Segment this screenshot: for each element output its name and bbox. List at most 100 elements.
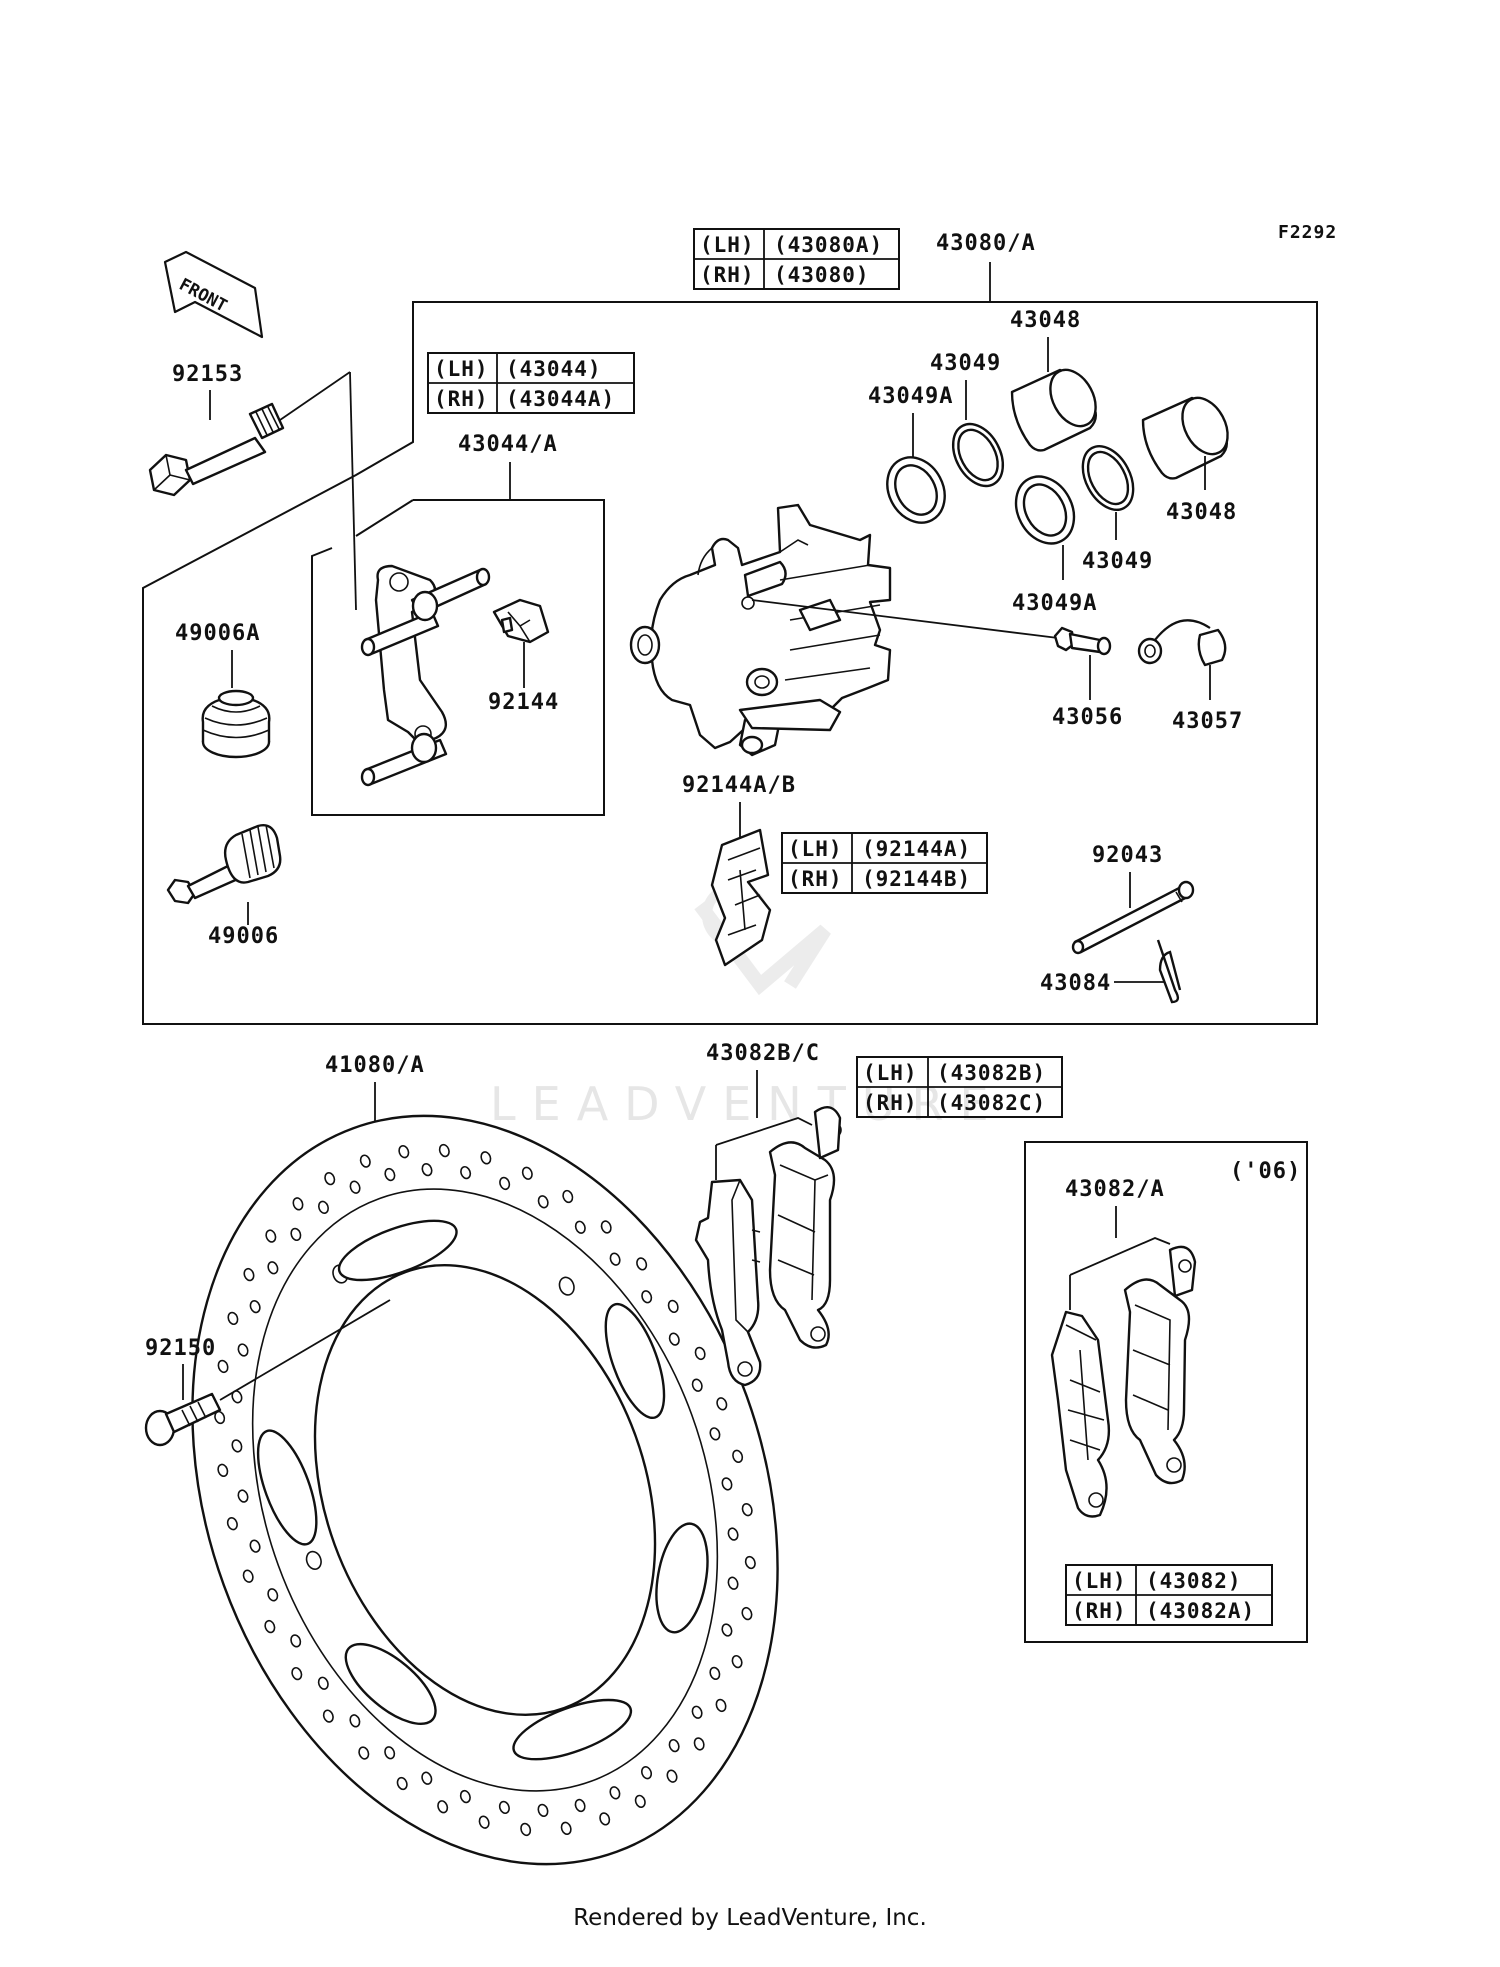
disc-bolt-icon [144,1392,222,1447]
label-seal-top: 43049 [930,351,1001,376]
disc-drill-hole [667,1299,679,1314]
disc-drill-hole [731,1654,743,1669]
disc-drill-hole [317,1200,329,1214]
disc-drill-hole [438,1143,450,1158]
disc-drill-hole [691,1378,703,1392]
brake-pad-icon [694,1178,762,1387]
disc-drill-hole [721,1477,733,1491]
disc-drill-hole [668,1332,680,1346]
disc-drill-hole [249,1299,261,1314]
pads-2006-frame [1024,1141,1308,1643]
disc-drill-hole [668,1738,680,1753]
disc-drill-hole [727,1576,739,1590]
caliper-variant-table: (LH) (43080A) (RH) (43080) [693,228,900,290]
spring-variant-table: (LH) (92144A) (RH) (92144B) [781,832,988,894]
disc-drill-hole [741,1606,753,1621]
render-credit-footer: Rendered by LeadVenture, Inc. [573,1905,927,1931]
label-caliper-assy: 43080/A [936,231,1036,256]
disc-drill-hole [267,1261,279,1275]
label-dust-seal-right: 43049A [1012,591,1097,616]
pad-spring-icon [492,598,550,644]
disc-drill-hole [716,1397,728,1411]
disc-drill-hole [324,1171,336,1186]
watermark: LEADVENTURE [490,882,1005,1131]
caliper-lh-side: (LH) [700,233,755,257]
disc-drill-hole [242,1569,254,1583]
bracket-subassembly-frame [311,499,605,816]
watermark-text: LEADVENTURE [490,1077,1005,1131]
brake-disc-icon [191,1114,779,1866]
label-pin-clip: 43084 [1040,971,1111,996]
brake-pad-icon [1050,1310,1111,1518]
disc-drill-hole [709,1666,721,1681]
disc-drill-hole [384,1167,396,1182]
disc-drill-hole [396,1776,408,1791]
disc-drill-hole [537,1195,549,1209]
disc-drill-hole [609,1786,621,1800]
disc-drill-hole [600,1220,612,1234]
front-arrow-icon: FRONT [163,250,264,339]
disc-drill-hole [498,1800,510,1815]
rubber-boot-icon [201,689,271,759]
label-pads-bc: 43082B/C [706,1041,820,1066]
disc-drill-hole [691,1705,703,1719]
disc-drill-hole [744,1555,756,1570]
label-seal-right: 43049 [1082,549,1153,574]
caliper-rh-side: (RH) [700,263,755,287]
bolt-icon [148,402,285,497]
disc-drill-hole [562,1189,574,1204]
disc-drill-hole [243,1267,255,1282]
disc-drill-hole [560,1821,572,1835]
pads-a-variant-table: (LH) (43082) (RH) (43082A) [1065,1564,1273,1626]
disc-drill-hole [265,1229,277,1243]
disc-drill-hole [421,1771,433,1785]
disc-drill-hole [499,1176,511,1191]
disc-drill-hole [574,1798,586,1813]
label-dust-seal-top: 43049A [868,384,953,409]
disc-drill-hole [609,1252,621,1266]
r-clip-icon [1156,939,1182,1004]
label-piston-right: 43048 [1166,500,1237,525]
dust-seal-icon [886,456,946,524]
disc-mount-hole [305,1550,322,1570]
disc-drill-hole [217,1463,229,1477]
disc-drill-hole [322,1709,334,1723]
spring-rh-side: (RH) [788,867,843,891]
disc-mount-hole [558,1276,575,1296]
bleed-valve-icon [1053,626,1112,656]
pads-a-lh-part: (43082) [1146,1569,1242,1593]
pads-a-rh-side: (RH) [1072,1599,1127,1623]
disc-drill-hole [349,1180,361,1194]
disc-drill-hole [741,1503,753,1517]
disc-drill-hole [267,1588,279,1602]
disc-drill-hole [358,1746,370,1760]
disc-drill-hole [317,1676,329,1690]
label-pad-pin: 92043 [1092,843,1163,868]
piston-seal-icon [1081,445,1135,511]
caliper-assembly-frame [142,301,1318,1025]
disc-drill-hole [290,1227,302,1242]
bracket-lh-side: (LH) [434,357,489,381]
label-spring-bracket: 92144 [488,690,559,715]
caliper-lh-part: (43080A) [774,233,883,257]
piston-seal-icon [951,422,1005,488]
slide-pin-icon [166,824,282,905]
disc-drill-hole [693,1737,705,1751]
label-piston-top: 43048 [1010,308,1081,333]
disc-drill-hole [666,1769,678,1783]
disc-drill-hole [694,1346,706,1361]
disc-drill-hole [709,1427,721,1441]
label-bracket-assy: 43044/A [458,432,558,457]
caliper-bracket-icon [360,564,491,787]
label-boot-a: 49006A [175,621,260,646]
disc-drill-hole [226,1517,238,1531]
disc-drill-hole [437,1800,449,1814]
piston-icon [1010,368,1098,452]
disc-drill-hole [732,1449,744,1463]
disc-drill-hole [727,1527,739,1541]
label-pads-a: 43082/A [1065,1177,1165,1202]
brake-pad-icon [1123,1245,1197,1485]
disc-drill-hole [478,1815,490,1829]
